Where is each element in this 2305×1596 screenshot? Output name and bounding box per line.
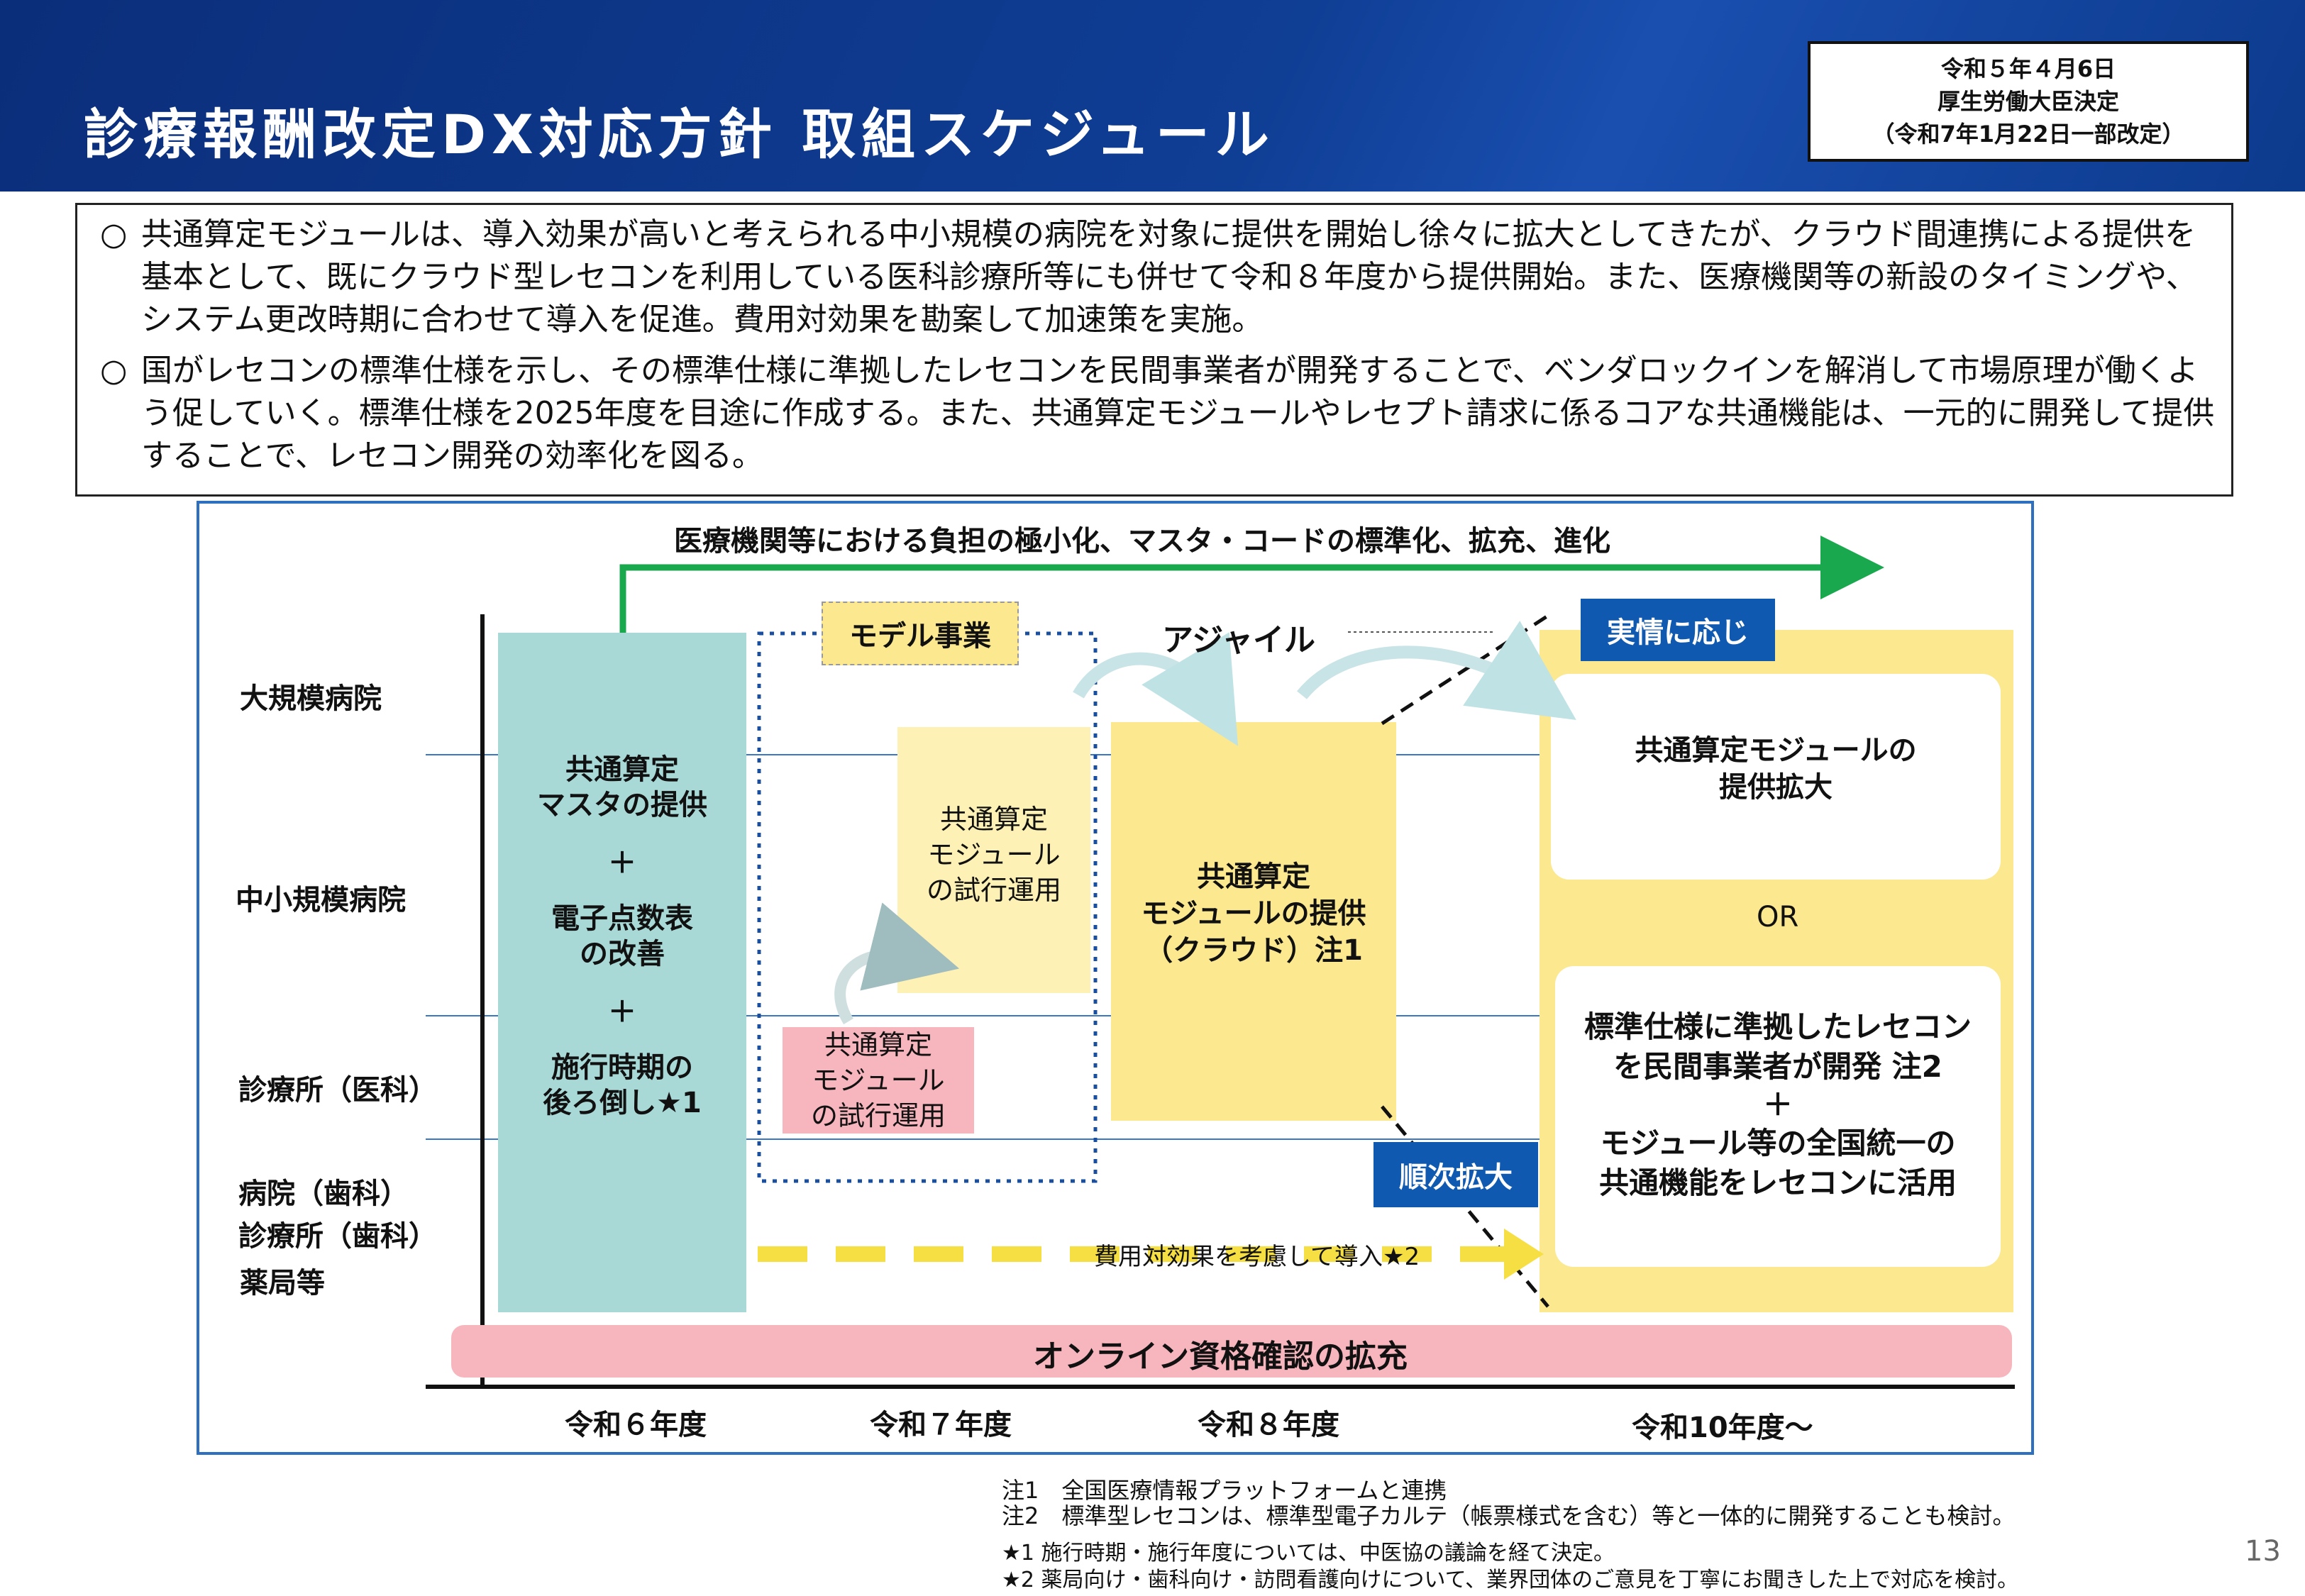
curve-arrow-3 — [834, 902, 960, 1025]
trial-hospital-line2: モジュール — [927, 839, 1061, 870]
page-title: 診療報酬改定DX対応方針 取組スケジュール — [84, 103, 1275, 166]
row-label-large-hospital: 大規模病院 — [240, 682, 382, 715]
note-2: 注2 標準型レセコンは、標準型電子カルテ（帳票様式を含む）等と一体的に開発するこ… — [1002, 1502, 2016, 1529]
model-label: モデル事業 — [849, 620, 991, 653]
bullet-icon: ○ — [100, 216, 128, 253]
option2-line1: 標準仕様に準拠したレセコン — [1583, 1009, 1972, 1044]
year-label-r7: 令和７年度 — [870, 1409, 1012, 1441]
row-label-dental-hospital: 病院（歯科） — [238, 1177, 409, 1210]
curve-arrow-1 — [1073, 632, 1239, 746]
option2-line3: モジュール等の全国統一の — [1600, 1126, 1956, 1160]
curve-arrow-2 — [1297, 621, 1576, 721]
cloud-box — [1111, 722, 1396, 1121]
decision-revision: （令和7年1月22日一部改定） — [1872, 121, 2185, 148]
top-arrow-label: 医療機関等における負担の極小化、マスタ・コードの標準化、拡充、進化 — [674, 525, 1610, 558]
option2-line4: 共通機能をレセコンに活用 — [1598, 1165, 1957, 1200]
col1-line1: 共通算定 — [565, 753, 679, 786]
cloud-line2: モジュールの提供 — [1141, 897, 1366, 930]
jitsujo-label: 実情に応じ — [1607, 616, 1749, 649]
decision-date: 令和５年４月6日 — [1940, 55, 2116, 82]
note-1: 注1 全国医療情報プラットフォームと連携 — [1002, 1477, 1447, 1504]
junji-label: 順次拡大 — [1399, 1161, 1513, 1194]
option2-box — [1555, 966, 2001, 1267]
summary-text-2: 国がレセコンの標準仕様を示し、その標準仕様に準拠したレセコンを民間事業者が開発す… — [141, 353, 2215, 474]
col1-line3: 電子点数表 — [551, 902, 693, 935]
option1-line2: 提供拡大 — [1719, 771, 1833, 804]
dashed-arrow-label: 費用対効果を考慮して導入★2 — [1094, 1243, 1420, 1271]
dashed-yellow-arrowhead — [1504, 1229, 1544, 1280]
summary-para-1: ○ 共通算定モジュールは、導入効果が高いと考えられる中小規模の病院を対象に提供を… — [100, 214, 2221, 341]
note-star-1: ★1 施行時期・施行年度については、中医協の議論を経て決定。 — [1002, 1541, 1615, 1565]
col1-line5: 施行時期の — [551, 1051, 693, 1084]
cloud-line1: 共通算定 — [1197, 860, 1310, 893]
trial-hospital-line1: 共通算定 — [939, 804, 1048, 835]
col1-line4: の改善 — [580, 938, 665, 970]
junji-label-box: 順次拡大 — [1373, 1142, 1538, 1207]
green-arrow — [619, 536, 1884, 633]
col1-line6: 後ろ倒し★1 — [543, 1087, 702, 1119]
option1-box — [1551, 674, 2001, 880]
cloud-line3: （クラウド）注1 — [1144, 934, 1363, 967]
diagonal-down — [1381, 1105, 1549, 1308]
teal-column — [498, 633, 746, 1312]
year-label-r8: 令和８年度 — [1198, 1409, 1339, 1441]
summary-text-1: 共通算定モジュールは、導入効果が高いと考えられる中小規模の病院を対象に提供を開始… — [141, 216, 2197, 338]
model-label-box: モデル事業 — [822, 602, 1019, 665]
trial-clinic-line1: 共通算定 — [824, 1029, 932, 1060]
page-number: 13 — [2245, 1535, 2281, 1568]
option1-text: 共通算定モジュールの 提供拡大 — [1551, 732, 2001, 806]
summary-box: ○ 共通算定モジュールは、導入効果が高いと考えられる中小規模の病院を対象に提供を… — [75, 203, 2233, 497]
decision-box: 令和５年４月6日 厚生労働大臣決定 （令和7年1月22日一部改定） — [1808, 41, 2249, 162]
option2-line2: を民間事業者が開発 注2 — [1613, 1049, 1942, 1084]
plus-icon: ＋ — [1762, 1087, 1793, 1122]
note-star-2: ★2 薬局向け・歯科向け・訪問看護向けについて、業界団体のご意見を丁寧にお聞きし… — [1002, 1568, 2019, 1592]
cloud-box-text: 共通算定 モジュールの提供 （クラウド）注1 — [1111, 858, 1396, 969]
bullet-icon: ○ — [100, 353, 128, 389]
plus-icon: ＋ — [608, 847, 636, 880]
year-label-r10: 令和10年度～ — [1632, 1412, 1813, 1444]
row-label-clinic-medical: 診療所（医科） — [238, 1074, 437, 1107]
option1-line1: 共通算定モジュールの — [1635, 734, 1917, 767]
row-label-dental-clinic: 診療所（歯科） — [238, 1220, 437, 1253]
trial-clinic-text: 共通算定 モジュール の試行運用 — [783, 1027, 974, 1134]
trial-clinic-line2: モジュール — [812, 1065, 945, 1096]
teal-column-text: 共通算定 マスタの提供 ＋ 電子点数表 の改善 ＋ 施行時期の 後ろ倒し★1 — [498, 752, 746, 1121]
row-label-pharmacy: 薬局等 — [240, 1267, 325, 1299]
trial-hospital-text: 共通算定 モジュール の試行運用 — [897, 802, 1090, 908]
year-label-r6: 令和６年度 — [565, 1409, 707, 1441]
plus-icon: ＋ — [608, 996, 636, 1029]
or-label: OR — [1757, 901, 1799, 933]
trial-hospital-line3: の試行運用 — [926, 875, 1061, 906]
online-label: オンライン資格確認の拡充 — [1033, 1339, 1408, 1375]
row-label-mid-hospital: 中小規模病院 — [236, 884, 406, 916]
summary-para-2: ○ 国がレセコンの標準仕様を示し、その標準仕様に準拠したレセコンを民間事業者が開… — [100, 350, 2221, 477]
jitsujo-label-box: 実情に応じ — [1581, 599, 1775, 661]
model-dotted-box — [757, 631, 1098, 1183]
option2-text: 標準仕様に準拠したレセコン を民間事業者が開発 注2 ＋ モジュール等の全国統一… — [1555, 1007, 2001, 1203]
col1-line2: マスタの提供 — [537, 789, 707, 821]
decision-authority: 厚生労働大臣決定 — [1937, 88, 2119, 115]
agile-label: アジャイル — [1162, 622, 1316, 658]
trial-clinic-box — [783, 1027, 974, 1134]
trial-clinic-line3: の試行運用 — [810, 1100, 946, 1131]
online-bar — [451, 1325, 2012, 1378]
